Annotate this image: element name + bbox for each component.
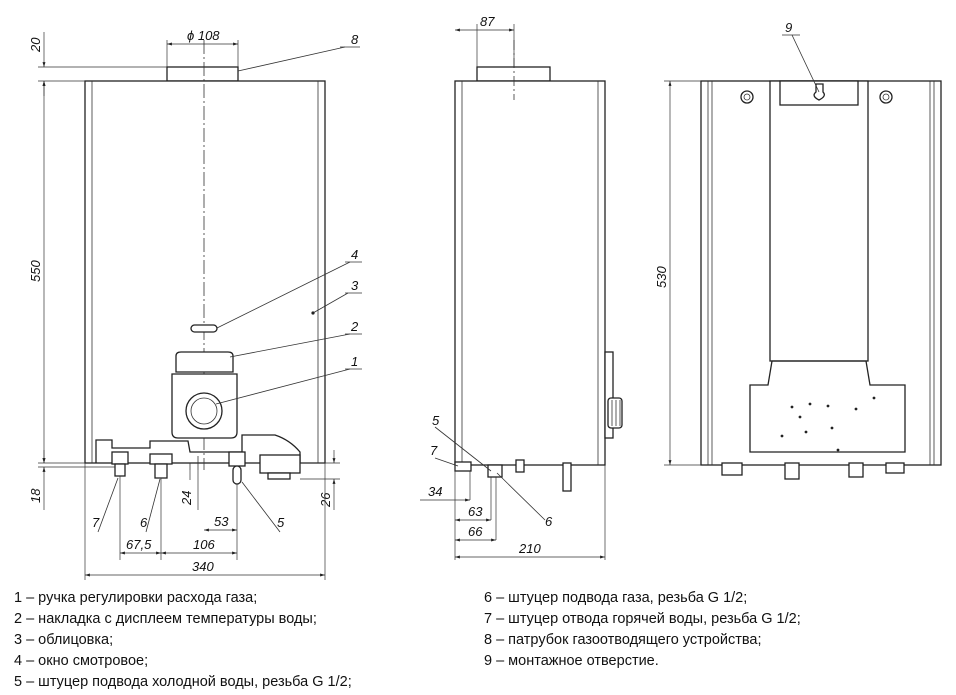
dim-back-height: 530 <box>654 266 669 288</box>
legend-item-9: 9 – монтажное отверстие. <box>484 653 659 669</box>
fitting-5 <box>228 451 246 467</box>
side-view: 87 34 63 66 210 5 7 6 <box>420 14 623 560</box>
callout-8: 8 <box>351 32 359 47</box>
front-view: ϕ 108 20 550 18 24 26 53 67,5 106 <box>28 28 362 580</box>
callout-5: 5 <box>277 515 285 530</box>
callout-1: 1 <box>351 354 358 369</box>
callout-4: 4 <box>351 247 358 262</box>
dim-106: 106 <box>193 537 215 552</box>
legend-item-2: 2 – накладка с дисплеем температуры воды… <box>14 611 317 627</box>
dim-26: 26 <box>318 492 333 508</box>
fitting-7 <box>111 451 129 465</box>
side-callout-5: 5 <box>432 413 440 428</box>
callout-2: 2 <box>350 319 359 334</box>
dim-side-depth: 210 <box>518 541 541 556</box>
mounting-bracket <box>769 80 869 362</box>
flue-pipe <box>166 66 239 82</box>
callout-7: 7 <box>92 515 100 530</box>
dim-front-width: 340 <box>192 559 214 574</box>
callout-6: 6 <box>140 515 148 530</box>
dim-67-5: 67,5 <box>126 537 152 552</box>
mounting-hole <box>813 83 825 101</box>
dim-front-height: 550 <box>28 260 43 282</box>
back-view: 530 9 <box>654 20 942 480</box>
legend-left: 1 – ручка регулировки расхода газа; 2 – … <box>14 588 352 693</box>
legend-item-1: 1 – ручка регулировки расхода газа; <box>14 590 258 606</box>
legend-item-4: 4 – окно смотровое; <box>14 653 149 669</box>
dim-63: 63 <box>468 504 483 519</box>
dim-66: 66 <box>468 524 483 539</box>
side-callout-6: 6 <box>545 514 553 529</box>
side-fitting-6 <box>487 464 503 478</box>
dim-top-offset: 20 <box>28 37 43 53</box>
side-pipe <box>476 66 551 82</box>
callout-3: 3 <box>351 278 359 293</box>
side-knob <box>607 397 623 429</box>
fitting-6 <box>149 453 173 465</box>
legend-item-8: 8 – патрубок газоотводящего устройства; <box>484 632 762 648</box>
legend-item-7: 7 – штуцер отвода горячей воды, резьба G… <box>484 611 801 627</box>
callout-9: 9 <box>785 20 792 35</box>
dim-53: 53 <box>214 514 229 529</box>
side-callout-7: 7 <box>430 443 438 458</box>
legend-item-3: 3 – облицовка; <box>14 632 114 648</box>
dim-24: 24 <box>179 491 194 506</box>
legend-item-6: 6 – штуцер подвода газа, резьба G 1/2; <box>484 590 748 606</box>
display-panel <box>175 351 234 373</box>
dim-side-pipe-offset: 87 <box>480 14 495 29</box>
side-casing <box>454 80 606 466</box>
dim-bottom-offset: 18 <box>28 488 43 503</box>
dim-pipe-diameter: ϕ 108 <box>187 28 220 43</box>
dim-34: 34 <box>428 484 442 499</box>
legend-item-5: 5 – штуцер подвода холодной воды, резьба… <box>14 674 352 690</box>
viewing-window <box>190 324 218 333</box>
legend-right: 6 – штуцер подвода газа, резьба G 1/2; 7… <box>484 588 801 672</box>
